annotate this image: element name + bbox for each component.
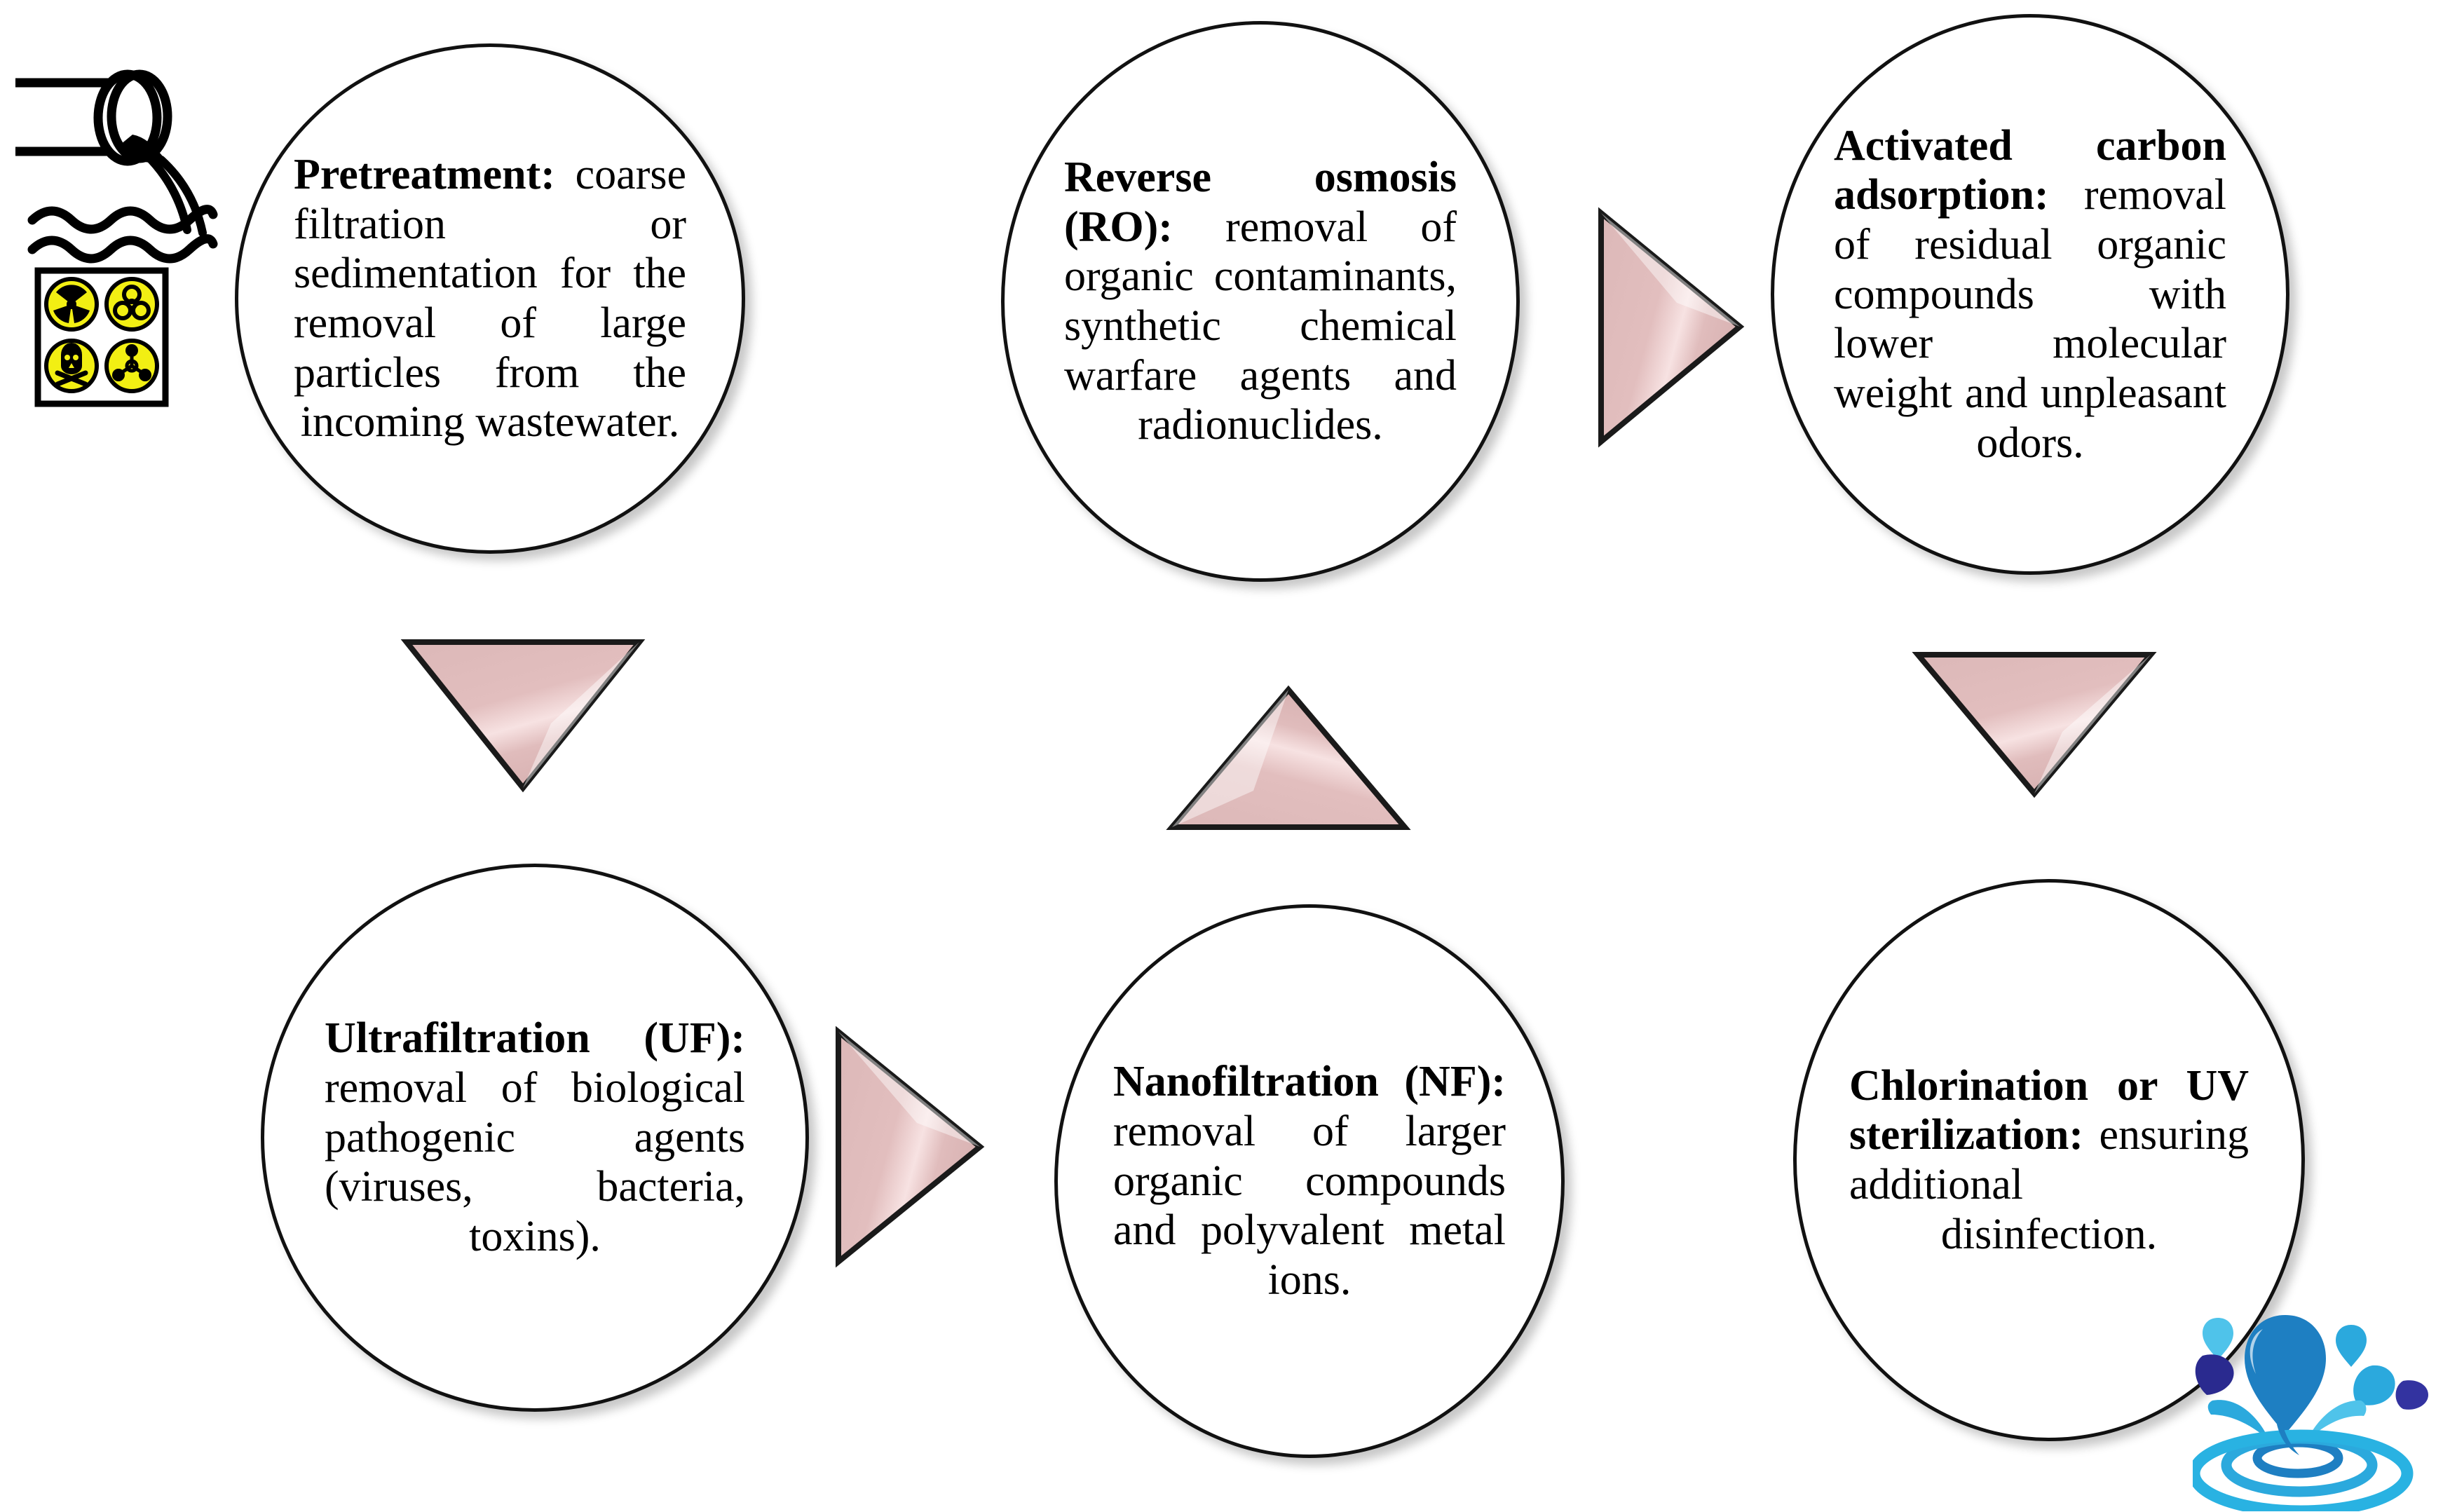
hazardous-wastewater-discharge-icon — [10, 39, 220, 411]
arrow-down-pretreatment-to-ultrafiltration — [400, 638, 646, 793]
water-splash-logo — [2193, 1301, 2450, 1511]
arrow-down-activated-carbon-to-chlorination — [1912, 651, 2157, 798]
stage-circle-nanofiltration: Nanofiltration (NF): removal of larger o… — [1054, 904, 1565, 1458]
stage-heading-pretreatment: Pretreatment: — [294, 150, 555, 198]
stage-text-chlorination-uv: Chlorination or UV sterilization: ensuri… — [1839, 1061, 2259, 1260]
water-ripples-icon — [2193, 1429, 2414, 1511]
stage-body-nanofiltration: removal of larger organic compounds and … — [1113, 1107, 1506, 1304]
stage-heading-reverse-osmosis: Reverse osmosis (RO): — [1064, 153, 1457, 251]
droplet-stem — [2277, 1423, 2299, 1455]
droplet-small-right-top — [2336, 1325, 2367, 1367]
splash-left-wing — [2207, 1400, 2270, 1441]
discharge-pipe-icon — [15, 78, 108, 156]
stage-text-nanofiltration: Nanofiltration (NF): removal of larger o… — [1103, 1057, 1516, 1305]
stage-heading-nanofiltration: Nanofiltration (NF): — [1113, 1058, 1506, 1106]
droplet-right-mid — [2353, 1365, 2395, 1405]
stage-body-chlorination-uv: ensuring additional disinfection. — [1849, 1111, 2249, 1258]
droplet-small-left-top — [2203, 1318, 2233, 1360]
droplet-navy-right — [2395, 1380, 2428, 1410]
biohazard-symbol — [104, 277, 159, 332]
stage-text-activated-carbon-adsorption: Activated carbon adsorption: removal of … — [1824, 121, 2236, 468]
stage-heading-activated-carbon-adsorption: Activated carbon adsorption: — [1834, 121, 2226, 219]
stage-body-pretreatment: coarse filtration or sedimentation for t… — [294, 150, 686, 447]
stage-text-reverse-osmosis: Reverse osmosis (RO): removal of organic… — [1054, 153, 1466, 450]
chemical-weapon-symbol — [104, 339, 159, 393]
stage-heading-ultrafiltration: Ultrafiltration (UF): — [325, 1014, 745, 1063]
stage-body-reverse-osmosis: removal of organic contaminants, synthet… — [1064, 203, 1457, 449]
stage-text-pretreatment: Pretreatment: coarse filtration or sedim… — [284, 150, 696, 447]
arrow-right-reverse-osmosis-to-activated-carbon — [1597, 207, 1745, 448]
splash-right-wing — [2306, 1400, 2367, 1441]
droplet-navy-left — [2195, 1354, 2234, 1395]
water-waves-icon — [27, 205, 218, 264]
stage-text-ultrafiltration: Ultrafiltration (UF): removal of biologi… — [315, 1014, 755, 1261]
stage-body-activated-carbon-adsorption: removal of residual organic compounds wi… — [1834, 171, 2226, 467]
stage-body-ultrafiltration: removal of biological pathogenic agents … — [325, 1063, 745, 1260]
stage-heading-chlorination-uv: Chlorination or UV sterilization: — [1849, 1061, 2249, 1159]
radiation-hazard-symbol — [44, 277, 99, 332]
arrow-right-ultrafiltration-to-nanofiltration — [834, 1026, 985, 1268]
stage-circle-activated-carbon-adsorption: Activated carbon adsorption: removal of … — [1771, 14, 2289, 575]
stage-circle-ultrafiltration: Ultrafiltration (UF): removal of biologi… — [261, 864, 809, 1412]
pipe-spout-icon — [121, 135, 165, 163]
stage-circle-pretreatment: Pretreatment: coarse filtration or sedim… — [235, 43, 745, 554]
main-droplet-icon — [2245, 1315, 2326, 1434]
toxic-skull-crossbones-symbol — [44, 339, 99, 393]
arrow-up-nanofiltration-to-reverse-osmosis — [1166, 685, 1411, 831]
stage-circle-chlorination-uv: Chlorination or UV sterilization: ensuri… — [1793, 879, 2305, 1441]
stage-circle-reverse-osmosis: Reverse osmosis (RO): removal of organic… — [1001, 21, 1520, 582]
